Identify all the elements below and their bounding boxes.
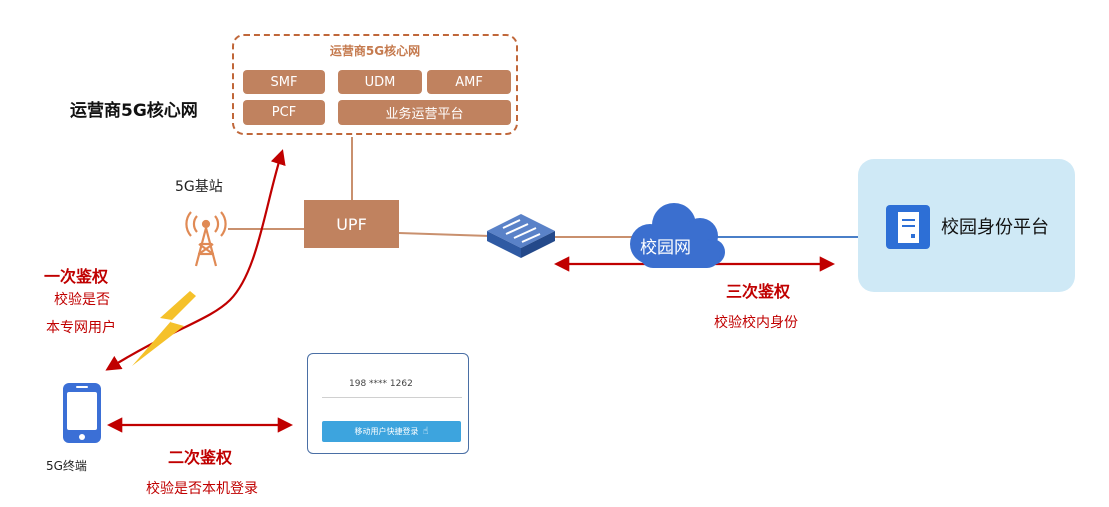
base-station-icon [185,211,227,267]
first-auth-desc-line1: 校验是否 [54,292,110,308]
base-station-label: 5G基站 [175,179,223,195]
second-auth-desc: 校验是否本机登录 [146,481,258,497]
core-network-box [232,34,518,135]
campus-network-label: 校园网 [640,238,691,258]
upf-switch-link [398,232,491,237]
second-auth-title: 二次鉴权 [168,448,233,467]
first-auth-title: 一次鉴权 [44,267,109,286]
quick-login-label: 移动用户快捷登录 [354,427,419,436]
core-function-smf: SMF [243,70,325,94]
switch-icon [487,214,555,258]
core-function-business-platform: 业务运营平台 [338,100,511,125]
first-auth-desc-line2: 本专网用户 [46,320,116,336]
quick-login-button[interactable]: 移动用户快捷登录 ☝ [322,421,461,442]
third-auth-desc: 校验校内身份 [714,315,798,331]
phone-field-underline [322,397,462,398]
phone-icon [63,383,101,443]
campus-platform-label: 校园身份平台 [941,217,1049,238]
terminal-label: 5G终端 [46,459,87,473]
cloud-icon [630,203,725,268]
server-icon-overlay [886,205,930,249]
core-function-udm: UDM [338,70,422,94]
core-function-amf: AMF [427,70,511,94]
hand-pointer-icon: ☝ [422,426,429,437]
third-auth-title: 三次鉴权 [726,282,791,301]
phone-number-field[interactable]: 198 **** 1262 [349,379,413,389]
core-network-box-title: 运营商5G核心网 [329,44,421,58]
upf-node: UPF [304,200,399,248]
core-network-label: 运营商5G核心网 [70,101,198,121]
core-function-pcf: PCF [243,100,325,125]
lightning-icon [132,291,196,366]
